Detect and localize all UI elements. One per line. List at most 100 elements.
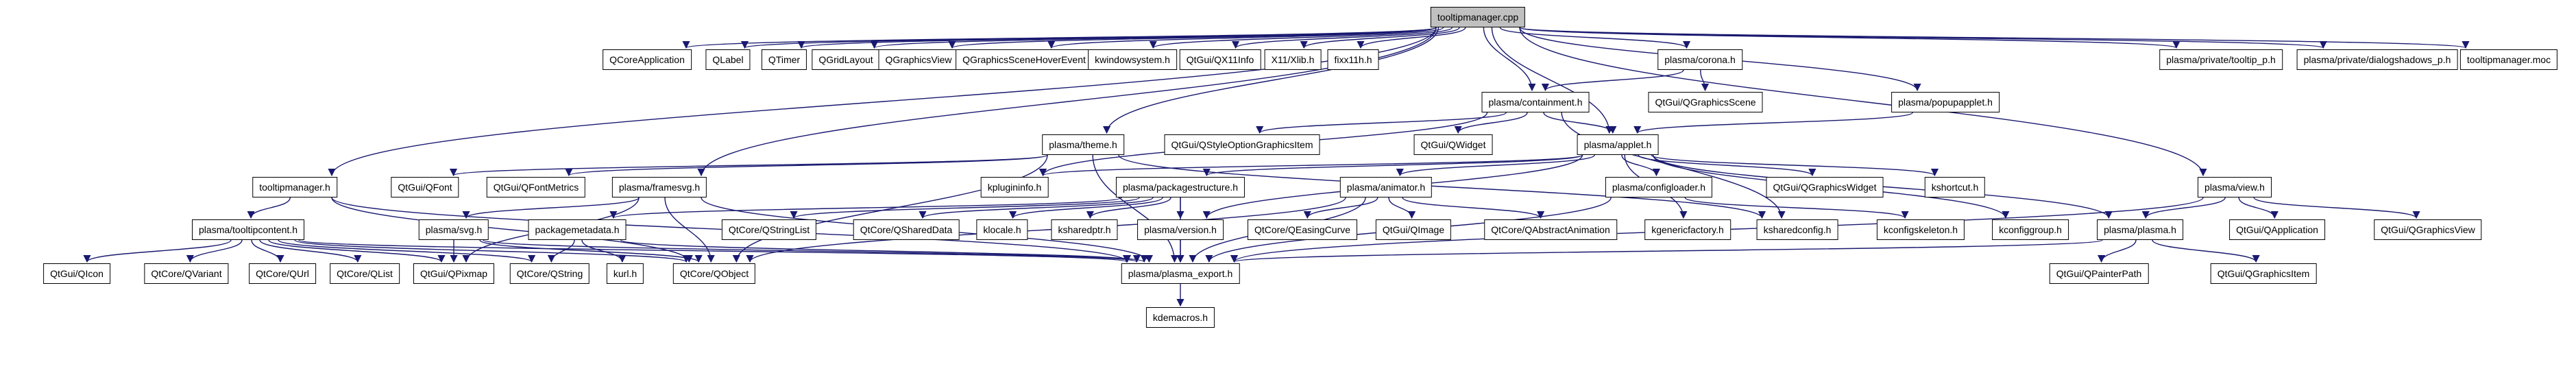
include-edge bbox=[1230, 239, 2103, 263]
include-edge bbox=[450, 154, 1048, 177]
graph-node-qtgui-qfontmetrics[interactable]: QtGui/QFontMetrics bbox=[486, 177, 586, 197]
include-edge bbox=[294, 239, 690, 263]
include-edge bbox=[919, 197, 1154, 219]
include-edge bbox=[1402, 197, 1545, 219]
include-edge bbox=[1396, 154, 1595, 177]
graph-node-plasma-svg-h[interactable]: plasma/svg.h bbox=[418, 219, 489, 240]
graph-node-qtcore-qurl[interactable]: QtCore/QUrl bbox=[249, 263, 316, 284]
graph-node-qcoreapplication[interactable]: QCoreApplication bbox=[603, 49, 692, 70]
include-edge bbox=[278, 239, 535, 263]
graph-node-ksharedptr-h[interactable]: ksharedptr.h bbox=[1051, 219, 1118, 240]
graph-node-ksharedconfig-h[interactable]: ksharedconfig.h bbox=[1756, 219, 1838, 240]
graph-node-qtgui-qgraphicsview[interactable]: QtGui/QGraphicsView bbox=[2374, 219, 2482, 240]
graph-node-kshortcut-h[interactable]: kshortcut.h bbox=[1924, 177, 1986, 197]
include-edge bbox=[331, 197, 693, 263]
graph-node-qtgui-qpainterpath[interactable]: QtGui/QPainterPath bbox=[2049, 263, 2149, 284]
graph-node-kwindowsystem-h[interactable]: kwindowsystem.h bbox=[1088, 49, 1177, 70]
graph-node-plasma-tooltipcontent-h[interactable]: plasma/tooltipcontent.h bbox=[192, 219, 304, 240]
graph-node-plasma-applet-h[interactable]: plasma/applet.h bbox=[1577, 134, 1659, 155]
include-edge bbox=[746, 197, 1346, 263]
graph-node-qtgui-qx11info[interactable]: QtGui/QX11Info bbox=[1179, 49, 1261, 70]
include-edge bbox=[1621, 154, 1660, 177]
include-edge bbox=[1454, 112, 1528, 134]
include-edge bbox=[83, 239, 232, 263]
include-edge bbox=[609, 197, 1122, 219]
graph-node-qtcore-qobject[interactable]: QtCore/QObject bbox=[672, 263, 756, 284]
graph-node-qgraphicsview[interactable]: QGraphicsView bbox=[878, 49, 959, 70]
graph-node-qtgui-qfont[interactable]: QtGui/QFont bbox=[391, 177, 459, 197]
include-edge bbox=[732, 154, 1048, 263]
graph-node-plasma-containment-h[interactable]: plasma/containment.h bbox=[1481, 92, 1590, 112]
graph-node-qtcore-qeasingcurve[interactable]: QtCore/QEasingCurve bbox=[1247, 219, 1358, 240]
graph-node-klocale-h[interactable]: klocale.h bbox=[976, 219, 1028, 240]
graph-node-qtgui-qwidget[interactable]: QtGui/QWidget bbox=[1413, 134, 1493, 155]
include-edge bbox=[1303, 197, 1378, 219]
graph-node-kplugininfo-h[interactable]: kplugininfo.h bbox=[980, 177, 1049, 197]
graph-node-tooltipmanager-h[interactable]: tooltipmanager.h bbox=[252, 177, 337, 197]
graph-node-qtgui-qgraphicswidget[interactable]: QtGui/QGraphicsWidget bbox=[1766, 177, 1884, 197]
include-edge bbox=[1519, 27, 2180, 49]
include-edge bbox=[1256, 112, 1507, 134]
graph-node-plasma-private-dialogshadows-p-h[interactable]: plasma/private/dialogshadows_p.h bbox=[2296, 49, 2458, 70]
graph-node-qgraphicsscenehoverevent[interactable]: QGraphicsSceneHoverEvent bbox=[956, 49, 1093, 70]
graph-node-plasma-plasma-export-h[interactable]: plasma/plasma_export.h bbox=[1121, 263, 1240, 284]
graph-node-plasma-popupapplet-h[interactable]: plasma/popupapplet.h bbox=[1891, 92, 2000, 112]
include-edge bbox=[1491, 27, 1614, 134]
graph-node-plasma-packagestructure-h[interactable]: plasma/packagestructure.h bbox=[1115, 177, 1246, 197]
graph-node-plasma-version-h[interactable]: plasma/version.h bbox=[1137, 219, 1224, 240]
graph-node-kurl-h[interactable]: kurl.h bbox=[606, 263, 644, 284]
graph-node-qtgui-qimage[interactable]: QtGui/QImage bbox=[1375, 219, 1452, 240]
graph-node-kconfigskeleton-h[interactable]: kconfigskeleton.h bbox=[1876, 219, 1965, 240]
include-edge bbox=[1499, 27, 1690, 49]
graph-node-kdemacros-h[interactable]: kdemacros.h bbox=[1145, 307, 1215, 328]
graph-node-qtgui-qicon[interactable]: QtGui/QIcon bbox=[43, 263, 110, 284]
include-edge bbox=[2152, 239, 2260, 263]
graph-node-qlabel[interactable]: QLabel bbox=[705, 49, 751, 70]
graph-node-plasma-theme-h[interactable]: plasma/theme.h bbox=[1042, 134, 1124, 155]
graph-node-tooltipmanager-moc[interactable]: tooltipmanager.moc bbox=[2459, 49, 2558, 70]
graph-node-plasma-view-h[interactable]: plasma/view.h bbox=[2198, 177, 2272, 197]
graph-node-qtgui-qstyleoptiongraphicsitem[interactable]: QtGui/QStyleOptionGraphicsItem bbox=[1164, 134, 1320, 155]
include-edge bbox=[1684, 197, 1909, 219]
include-edge bbox=[1519, 27, 2207, 177]
graph-node-qtgui-qgraphicsscene[interactable]: QtGui/QGraphicsScene bbox=[1648, 92, 1763, 112]
graph-node-kconfiggroup-h[interactable]: kconfiggroup.h bbox=[1992, 219, 2069, 240]
include-edge bbox=[1651, 154, 1939, 177]
graph-node-tooltipmanager-cpp[interactable]: tooltipmanager.cpp bbox=[1430, 7, 1526, 27]
graph-node-fixx11h-h[interactable]: fixx11h.h bbox=[1327, 49, 1379, 70]
graph-node-qtcore-qvariant[interactable]: QtCore/QVariant bbox=[144, 263, 229, 284]
include-edge bbox=[1483, 27, 1536, 92]
graph-node-qtcore-qstring[interactable]: QtCore/QString bbox=[509, 263, 590, 284]
include-edge bbox=[1039, 154, 1583, 177]
include-edge bbox=[1232, 27, 1453, 49]
graph-node-x11-xlib-h[interactable]: X11/Xlib.h bbox=[1264, 49, 1322, 70]
graph-node-qtgui-qpixmap[interactable]: QtGui/QPixmap bbox=[413, 263, 495, 284]
graph-node-plasma-private-tooltip-p-h[interactable]: plasma/private/tooltip_p.h bbox=[2159, 49, 2283, 70]
graph-node-qtgui-qapplication[interactable]: QtGui/QApplication bbox=[2229, 219, 2325, 240]
graph-node-plasma-plasma-h[interactable]: plasma/plasma.h bbox=[2097, 219, 2183, 240]
graph-node-plasma-framesvg-h[interactable]: plasma/framesvg.h bbox=[611, 177, 707, 197]
include-edge bbox=[1009, 197, 1163, 219]
include-edge bbox=[1519, 27, 2327, 49]
include-edge bbox=[2238, 197, 2279, 219]
include-edge bbox=[1092, 154, 1179, 263]
graph-node-qtcore-qstringlist[interactable]: QtCore/QStringList bbox=[721, 219, 817, 240]
graph-node-plasma-animator-h[interactable]: plasma/animator.h bbox=[1339, 177, 1433, 197]
graph-node-qtcore-qabstractanimation[interactable]: QtCore/QAbstractAnimation bbox=[1484, 219, 1617, 240]
include-edge bbox=[259, 239, 362, 263]
include-edge bbox=[1519, 27, 2469, 49]
graph-node-kgenericfactory-h[interactable]: kgenericfactory.h bbox=[1644, 219, 1731, 240]
graph-node-qtcore-qshareddata[interactable]: QtCore/QSharedData bbox=[853, 219, 960, 240]
graph-node-qgridlayout[interactable]: QGridLayout bbox=[812, 49, 880, 70]
graph-node-packagemetadata-h[interactable]: packagemetadata.h bbox=[528, 219, 627, 240]
include-edge bbox=[1203, 154, 1583, 177]
include-edge bbox=[1638, 154, 1816, 177]
graph-node-qtgui-qgraphicsitem[interactable]: QtGui/QGraphicsItem bbox=[2210, 263, 2317, 284]
graph-node-qtimer[interactable]: QTimer bbox=[761, 49, 807, 70]
include-edge bbox=[1357, 27, 1466, 49]
include-edge bbox=[620, 239, 1148, 263]
graph-node-plasma-configloader-h[interactable]: plasma/configloader.h bbox=[1605, 177, 1713, 197]
graph-node-plasma-corona-h[interactable]: plasma/corona.h bbox=[1657, 49, 1742, 70]
graph-node-qtcore-qlist[interactable]: QtCore/QList bbox=[330, 263, 400, 284]
